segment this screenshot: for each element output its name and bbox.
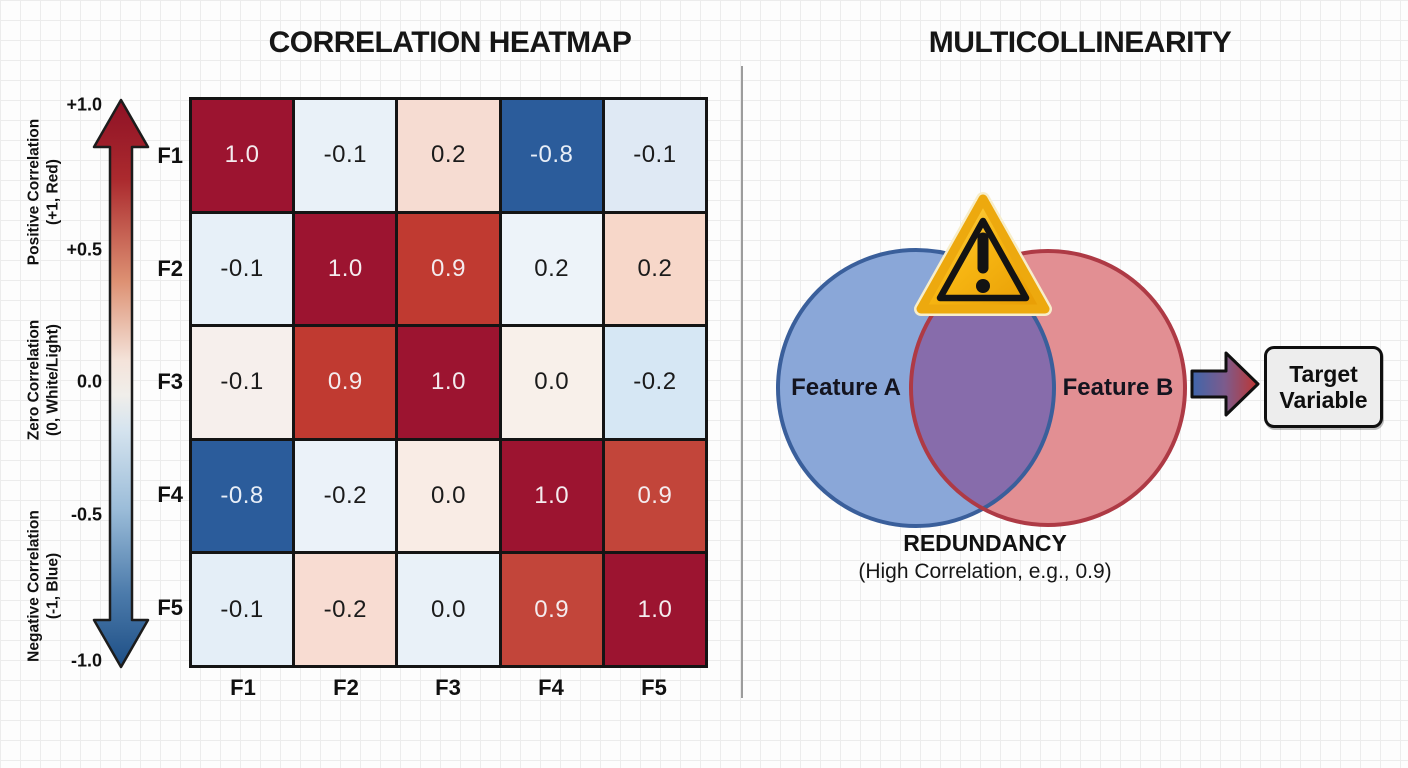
heatmap-row-label: F4 bbox=[157, 482, 183, 507]
target-box-line: Target bbox=[1289, 360, 1358, 387]
colorbar-tick: +0.5 bbox=[66, 239, 102, 260]
heatmap-cell-r1c3: 0.2 bbox=[501, 213, 602, 325]
redundancy-caption: REDUNDANCY bbox=[903, 530, 1067, 556]
feature-b-label: Feature B bbox=[1062, 374, 1174, 401]
heatmap-cell-r4c3: 0.9 bbox=[501, 554, 602, 665]
heatmap-cell-r3c2: 0.0 bbox=[398, 440, 499, 552]
heatmap-col-label: F2 bbox=[333, 675, 359, 700]
colorbar-tick: +1.0 bbox=[66, 94, 102, 115]
heatmap-cell-r2c1: 0.9 bbox=[295, 327, 396, 438]
heatmap-cell-r1c2: 0.9 bbox=[398, 213, 499, 325]
heatmap-cell-r1c1: 1.0 bbox=[295, 213, 396, 325]
heatmap-cell-r3c4: 0.9 bbox=[604, 440, 705, 552]
label-line: (0, White/Light) bbox=[45, 324, 62, 436]
heatmap-row-label: F2 bbox=[157, 256, 183, 281]
colorbar-tick: 0.0 bbox=[76, 371, 102, 392]
label-line: (-1, Blue) bbox=[45, 552, 62, 620]
heatmap-cell-r3c3: 1.0 bbox=[501, 440, 602, 552]
heatmap-cell-r0c2: 0.2 bbox=[398, 100, 499, 211]
heatmap-cell-r2c0: -0.1 bbox=[192, 327, 293, 438]
heatmap-cell-r0c3: -0.8 bbox=[501, 100, 602, 211]
colorbar-tick: -0.5 bbox=[70, 504, 102, 525]
label-line: Zero Correlation bbox=[25, 319, 43, 441]
panel-divider bbox=[741, 66, 743, 698]
heatmap-col-label: F3 bbox=[435, 675, 461, 700]
colorbar-label-zero: Zero Correlation (0, White/Light) bbox=[25, 260, 64, 500]
heatmap-cell-r3c0: -0.8 bbox=[192, 440, 293, 552]
heatmap-col-label: F4 bbox=[538, 675, 564, 700]
target-box-line: Variable bbox=[1279, 387, 1368, 413]
heatmap-cell-r1c0: -0.1 bbox=[192, 213, 293, 325]
redundancy-subcaption: (High Correlation, e.g., 0.9) bbox=[858, 560, 1112, 583]
heatmap-row-label: F5 bbox=[157, 595, 183, 620]
heatmap-cell-r0c1: -0.1 bbox=[295, 100, 396, 211]
heatmap-row-label: F3 bbox=[157, 369, 183, 394]
heatmap-cell-r4c1: -0.2 bbox=[295, 554, 396, 665]
heatmap-cell-r4c2: 0.0 bbox=[398, 554, 499, 665]
heatmap-cell-r0c0: 1.0 bbox=[192, 100, 293, 211]
heatmap-cell-r4c0: -0.1 bbox=[192, 554, 293, 665]
flow-arrow-icon bbox=[1190, 351, 1260, 417]
feature-a-label: Feature A bbox=[791, 374, 901, 401]
heatmap-cell-r3c1: -0.2 bbox=[295, 440, 396, 552]
heatmap-title: CORRELATION HEATMAP bbox=[268, 26, 632, 59]
heatmap-cell-r1c4: 0.2 bbox=[604, 213, 705, 325]
heatmap-cell-r2c4: -0.2 bbox=[604, 327, 705, 438]
heatmap-col-label: F5 bbox=[641, 675, 667, 700]
heatmap-cell-r2c3: 0.0 bbox=[501, 327, 602, 438]
heatmap-col-label: F1 bbox=[230, 675, 256, 700]
warning-icon bbox=[914, 192, 1052, 316]
multicollinearity-title: MULTICOLLINEARITY bbox=[928, 26, 1232, 59]
label-line: Negative Correlation bbox=[25, 510, 43, 662]
target-variable-box: Target Variable bbox=[1264, 346, 1383, 428]
heatmap-row-label: F1 bbox=[157, 143, 183, 168]
colorbar-label-negative: Negative Correlation (-1, Blue) bbox=[25, 466, 64, 706]
heatmap-cell-r0c4: -0.1 bbox=[604, 100, 705, 211]
correlation-heatmap: 1.0 -0.1 0.2 -0.8 -0.1 -0.1 1.0 0.9 0.2 … bbox=[189, 97, 708, 668]
heatmap-cell-r4c4: 1.0 bbox=[604, 554, 705, 665]
heatmap-cell-r2c2: 1.0 bbox=[398, 327, 499, 438]
colorbar-tick: -1.0 bbox=[70, 650, 102, 671]
